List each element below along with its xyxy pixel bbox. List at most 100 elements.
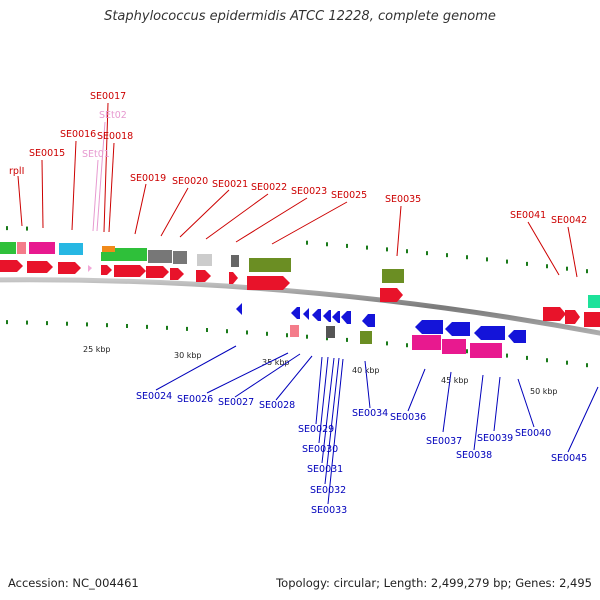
gene-label[interactable]: SE0028 [259, 400, 295, 411]
tick-mark [166, 325, 168, 330]
gene-label[interactable]: SEt02 [99, 110, 127, 121]
tick-mark [326, 336, 328, 341]
feature-block[interactable] [102, 246, 115, 253]
feature-blocks [0, 242, 600, 358]
feature-block[interactable] [115, 248, 147, 261]
gene-label[interactable]: SE0042 [551, 215, 587, 226]
gene-arrow[interactable] [27, 261, 53, 273]
tick-mark [246, 330, 248, 335]
feature-block[interactable] [442, 339, 466, 354]
forward-strand-genes [0, 260, 600, 327]
feature-block[interactable] [412, 335, 441, 350]
gene-arrow[interactable] [332, 311, 340, 323]
tick-mark [346, 337, 348, 342]
gene-arrow[interactable] [0, 260, 23, 272]
gene-arrow[interactable] [58, 262, 81, 274]
gene-arrow[interactable] [584, 312, 600, 327]
genome-backbone [0, 277, 600, 336]
gene-label[interactable]: SE0016 [60, 129, 96, 140]
tick-mark [266, 331, 268, 336]
tick-mark [306, 334, 308, 339]
gene-label[interactable]: SE0023 [291, 186, 327, 197]
gene-label[interactable]: SE0031 [307, 464, 343, 475]
gene-label[interactable]: SE0045 [551, 453, 587, 464]
tick-mark [506, 353, 508, 358]
gene-label[interactable]: SE0021 [212, 179, 248, 190]
feature-block[interactable] [382, 269, 404, 283]
gene-label[interactable]: SE0038 [456, 450, 492, 461]
gene-label[interactable]: SE0018 [97, 131, 133, 142]
gene-arrow[interactable] [312, 309, 321, 321]
gene-arrow[interactable] [362, 314, 375, 327]
tick-mark [506, 259, 508, 264]
gene-label[interactable]: SE0035 [385, 194, 421, 205]
gene-arrow[interactable] [88, 265, 92, 272]
gene-label[interactable]: SE0024 [136, 391, 172, 402]
gene-arrow[interactable] [146, 266, 169, 278]
gene-arrow[interactable] [380, 288, 403, 302]
feature-block[interactable] [197, 254, 212, 266]
feature-block[interactable] [249, 258, 291, 272]
feature-block[interactable] [231, 255, 239, 267]
gene-label[interactable]: SE0020 [172, 176, 208, 187]
gene-arrow[interactable] [170, 268, 184, 280]
gene-arrow[interactable] [114, 265, 146, 277]
gene-arrow[interactable] [415, 320, 443, 334]
gene-label[interactable]: SE0034 [352, 408, 388, 419]
gene-label[interactable]: SE0040 [515, 428, 551, 439]
gene-label[interactable]: SE0033 [311, 505, 347, 516]
gene-label[interactable]: SE0026 [177, 394, 213, 405]
gene-arrow[interactable] [196, 270, 211, 282]
feature-block[interactable] [0, 242, 16, 254]
tick-mark [406, 249, 408, 254]
tick-mark [106, 323, 108, 328]
gene-arrow[interactable] [303, 308, 309, 320]
gene-arrow[interactable] [101, 265, 112, 275]
gene-arrow[interactable] [508, 330, 526, 343]
gene-label[interactable]: SE0029 [298, 424, 334, 435]
gene-arrow[interactable] [229, 272, 238, 284]
gene-arrow[interactable] [565, 310, 580, 324]
feature-block[interactable] [59, 243, 83, 255]
feature-block[interactable] [101, 252, 115, 261]
feature-block[interactable] [173, 251, 187, 264]
gene-label[interactable]: SE0037 [426, 436, 462, 447]
gene-arrow[interactable] [323, 310, 331, 322]
scale-label: 35 kbp [262, 358, 290, 367]
gene-label[interactable]: SEt01 [82, 149, 110, 160]
feature-block[interactable] [148, 250, 172, 263]
gene-arrow[interactable] [247, 276, 290, 290]
gene-arrow[interactable] [474, 326, 505, 340]
gene-arrow[interactable] [236, 303, 242, 315]
gene-arrow[interactable] [291, 307, 300, 319]
tick-mark [286, 333, 288, 338]
gene-label[interactable]: rplI [9, 166, 24, 177]
feature-block[interactable] [470, 343, 502, 358]
tick-mark [326, 242, 328, 247]
gene-label[interactable]: SE0041 [510, 210, 546, 221]
feature-block[interactable] [29, 242, 55, 254]
scale-label: 30 kbp [174, 351, 202, 360]
gene-label[interactable]: SE0036 [390, 412, 426, 423]
feature-block[interactable] [360, 331, 372, 344]
gene-label[interactable]: SE0030 [302, 444, 338, 455]
gene-arrow[interactable] [445, 322, 470, 336]
gene-label[interactable]: SE0019 [130, 173, 166, 184]
feature-block[interactable] [17, 242, 26, 254]
gene-label[interactable]: SE0032 [310, 485, 346, 496]
gene-label[interactable]: SE0025 [331, 190, 367, 201]
feature-block[interactable] [588, 295, 600, 308]
tick-mark [226, 329, 228, 334]
gene-label[interactable]: SE0015 [29, 148, 65, 159]
gene-label[interactable]: SE0017 [90, 91, 126, 102]
feature-block[interactable] [326, 326, 335, 338]
tick-mark [386, 341, 388, 346]
gene-arrow[interactable] [543, 307, 566, 321]
gene-arrow[interactable] [341, 311, 351, 324]
gene-label[interactable]: SE0039 [477, 433, 513, 444]
feature-block[interactable] [290, 325, 299, 337]
tick-mark [426, 251, 428, 256]
gene-label[interactable]: SE0022 [251, 182, 287, 193]
tick-mark [146, 324, 148, 329]
gene-label[interactable]: SE0027 [218, 397, 254, 408]
